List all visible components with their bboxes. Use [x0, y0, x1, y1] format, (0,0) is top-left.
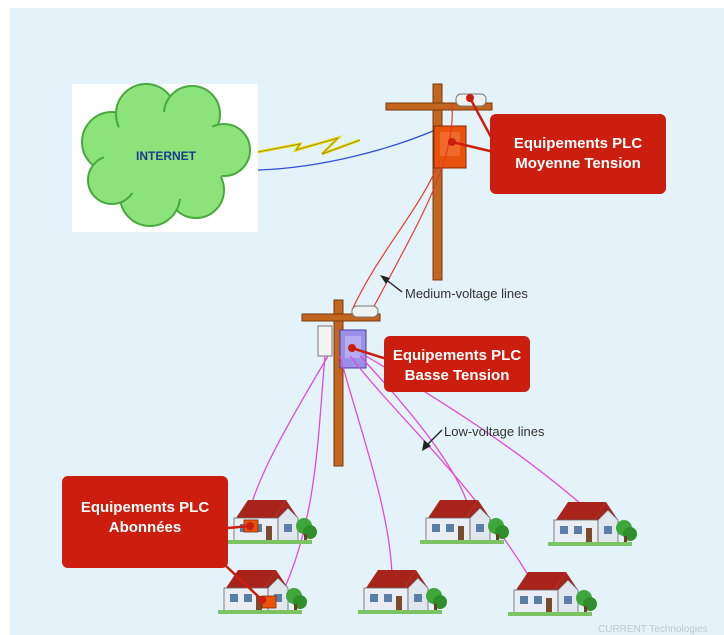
callout-subscriber-line1: Equipements PLC	[81, 499, 210, 516]
callout-medium-line2: Moyenne Tension	[515, 155, 641, 172]
low-voltage-label: Low-voltage lines	[422, 424, 545, 451]
low-voltage-pole	[301, 299, 381, 467]
callout-low-line1: Equipements PLC	[393, 347, 522, 364]
internet-link	[257, 127, 441, 171]
callout-low-line2: Basse Tension	[405, 367, 510, 384]
callout-subscriber: Equipements PLC Abonnées	[62, 476, 266, 604]
medium-voltage-lines	[351, 103, 453, 311]
internet-cloud: INTERNET	[72, 83, 258, 232]
callout-medium-tension: Equipements PLC Moyenne Tension	[448, 94, 666, 194]
svg-text:Medium-voltage lines: Medium-voltage lines	[405, 286, 528, 301]
medium-voltage-label: Medium-voltage lines	[380, 275, 528, 301]
internet-label: INTERNET	[136, 149, 197, 163]
callout-low-tension: Equipements PLC Basse Tension	[348, 336, 530, 392]
medium-voltage-pole	[385, 83, 493, 281]
credit-text: CURRENT Technologies	[598, 624, 708, 635]
callout-medium-line1: Equipements PLC	[514, 135, 643, 152]
callout-subscriber-line2: Abonnées	[109, 519, 182, 536]
svg-text:Low-voltage lines: Low-voltage lines	[444, 424, 545, 439]
